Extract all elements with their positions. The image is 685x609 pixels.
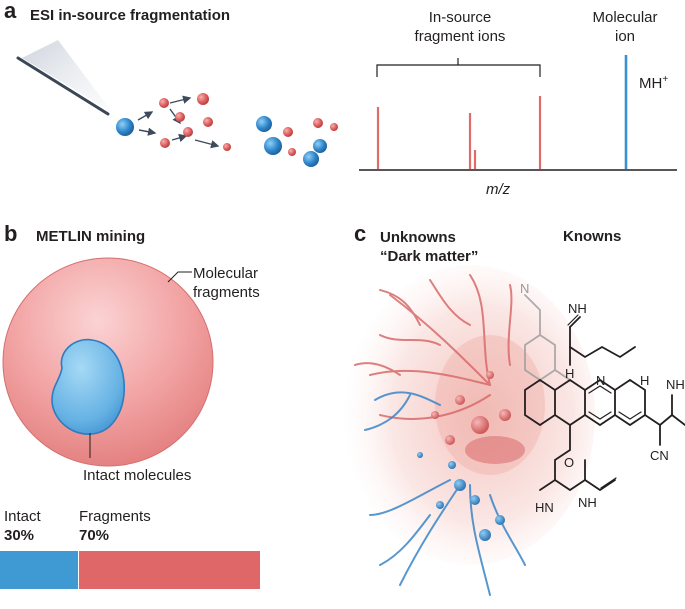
panel-b-title: METLIN mining	[36, 228, 146, 245]
esi-needle	[16, 56, 110, 116]
atom-cn: CN	[650, 448, 669, 463]
intact-bar-segment	[0, 551, 79, 589]
atom-nh-top: NH	[568, 301, 587, 316]
molecular-fragments-label: Molecular fragments	[193, 265, 260, 301]
intact-molecules-label: Intact molecules	[83, 467, 192, 484]
fragments-pct: 70%	[79, 527, 110, 544]
molecule-droplet	[116, 118, 134, 136]
fragment-bracket	[376, 58, 541, 77]
atom-o: O	[564, 455, 574, 470]
fragment-ions-label: In-source fragment ions	[414, 9, 506, 45]
mh-label: MH+	[639, 74, 669, 92]
esi-illustration	[16, 40, 338, 167]
mz-axis-label: m/z	[486, 181, 511, 198]
mass-spectrum	[359, 55, 677, 171]
panel-a-title: ESI in-source fragmentation	[30, 7, 231, 24]
intact-pct: 30%	[4, 527, 35, 544]
unknowns-label: Unknowns “Dark matter”	[380, 229, 479, 265]
fragments-label: Fragments	[79, 508, 151, 525]
knowns-label: Knowns	[563, 228, 622, 245]
atom-nh-right: NH	[666, 377, 685, 392]
proportion-bar	[0, 551, 260, 589]
atom-h-ring: H	[640, 373, 649, 388]
metlin-circle-diagram	[2, 257, 214, 467]
chemical-structure	[524, 294, 685, 492]
panel-a-letter: a	[4, 0, 17, 23]
atom-hn: HN	[535, 500, 554, 515]
panel-b-letter: b	[4, 221, 18, 246]
atom-h-mid: H	[565, 366, 574, 381]
intact-label: Intact	[4, 508, 41, 525]
atom-n-faded: N	[520, 281, 529, 296]
panel-c-letter: c	[354, 221, 367, 246]
molecular-ion-label: Molecular ion	[592, 9, 658, 45]
atom-nh-bottom: NH	[578, 495, 597, 510]
fragments-bar-segment	[78, 551, 260, 589]
intact-molecules-sphere	[51, 338, 125, 435]
atom-n-ring: N	[596, 373, 605, 388]
outer-leader	[167, 271, 192, 283]
dark-matter-illustration: NH H N H NH CN O HN NH N	[345, 265, 685, 596]
spray-cone	[22, 40, 112, 112]
